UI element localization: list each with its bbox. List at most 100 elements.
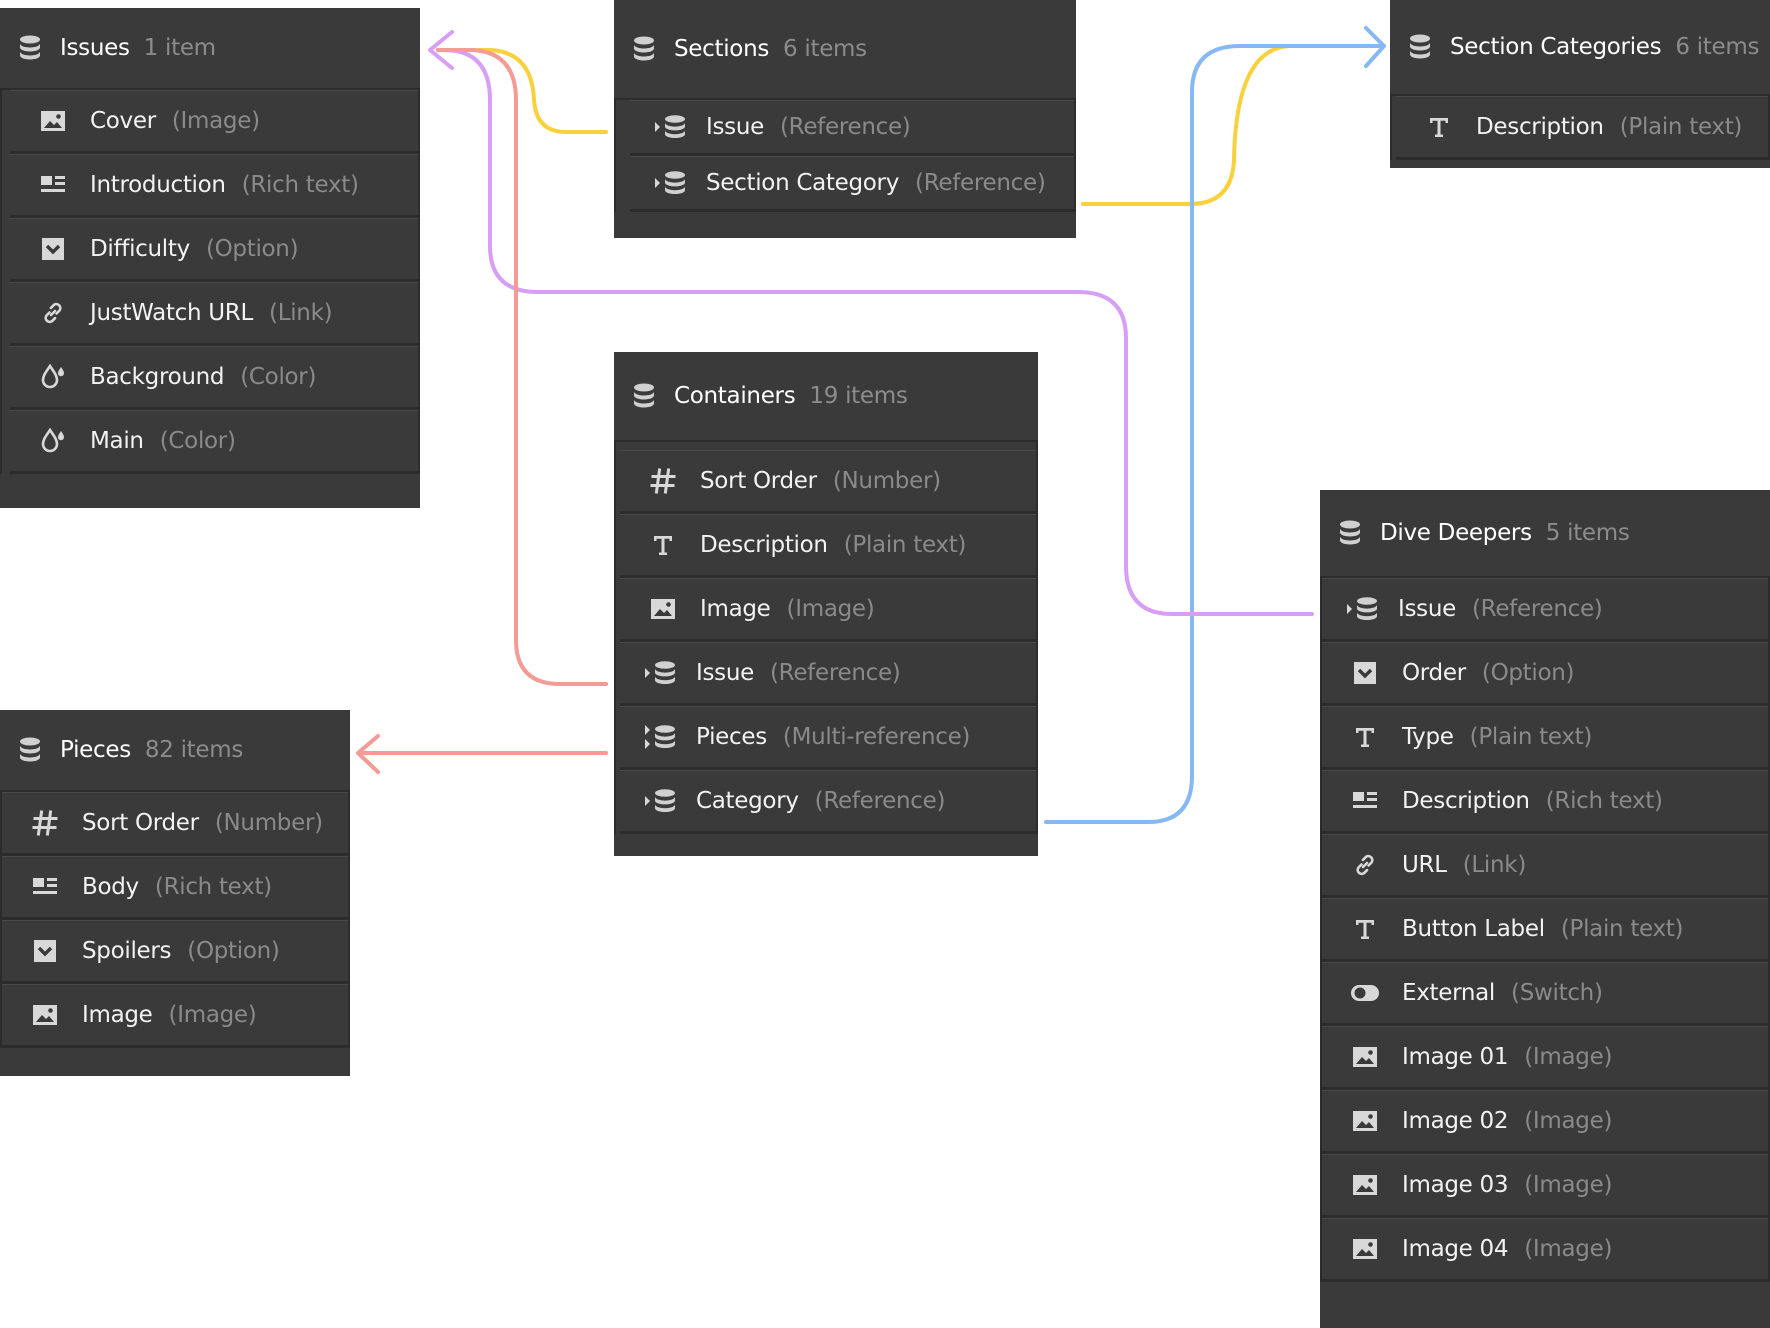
field-type: Image xyxy=(169,1002,257,1028)
field-name: Spoilers xyxy=(82,938,172,964)
collection-count: 82 items xyxy=(144,737,244,763)
field-row[interactable]: OrderOption xyxy=(1322,642,1768,706)
field-row[interactable]: IssueReference xyxy=(620,642,1036,706)
option-icon xyxy=(30,936,60,966)
field-row[interactable]: DescriptionRich text xyxy=(1322,770,1768,834)
field-name: Description xyxy=(1476,114,1604,140)
collection-title: Pieces xyxy=(60,737,131,763)
field-type: Color xyxy=(240,364,316,390)
field-type: Reference xyxy=(770,660,901,686)
field-type: Option xyxy=(187,938,279,964)
wire-sections-issue-to-issues xyxy=(436,48,608,134)
option-icon xyxy=(1350,658,1380,688)
field-row[interactable]: Spoilers Option xyxy=(2,920,348,984)
collection-count: 19 items xyxy=(809,383,908,409)
field-row[interactable]: CoverImage xyxy=(10,90,418,154)
field-row[interactable]: MainColor xyxy=(10,410,418,474)
field-name: Section Category xyxy=(706,170,900,196)
field-row[interactable]: Section CategoryReference xyxy=(630,156,1074,212)
field-name: URL xyxy=(1402,852,1447,878)
collection-card-pieces[interactable]: Pieces 82 items Sort Order NumberBodyRich… xyxy=(0,710,350,1076)
field-type: Reference xyxy=(1472,596,1603,622)
plain-text-icon xyxy=(1424,112,1454,142)
field-row[interactable]: DescriptionPlain text xyxy=(620,514,1036,578)
field-name: Issue xyxy=(1398,596,1456,622)
field-type: Plain text xyxy=(844,532,966,558)
collection-header[interactable]: Containers 19 items xyxy=(614,352,1038,442)
collection-header[interactable]: Dive Deepers 5 items xyxy=(1320,490,1770,578)
field-row[interactable]: Background Color xyxy=(10,346,418,410)
collection-count: 5 items xyxy=(1545,520,1630,546)
field-type: Plain text xyxy=(1561,916,1683,942)
field-row[interactable]: CategoryReference xyxy=(620,770,1036,834)
field-name: Difficulty xyxy=(90,236,190,262)
option-icon xyxy=(38,234,68,264)
field-row[interactable]: ImageImage xyxy=(620,578,1036,642)
wire-dive-deepers-issue-to-issues xyxy=(436,48,1314,616)
collection-card-containers[interactable]: Containers 19 items Sort Order NumberDesc… xyxy=(614,352,1038,856)
rich-text-icon xyxy=(30,872,60,902)
collection-card-issues[interactable]: Issues 1 item CoverImageIntroductionRich… xyxy=(0,8,420,508)
field-row[interactable]: IntroductionRich text xyxy=(10,154,418,218)
image-icon xyxy=(1350,1234,1380,1264)
collection-header[interactable]: Sections 6 items xyxy=(614,0,1076,100)
field-type: Number xyxy=(215,810,323,836)
field-row[interactable]: Sort Order Number xyxy=(620,450,1036,514)
link-icon xyxy=(1350,850,1380,880)
field-row[interactable]: Image 01Image xyxy=(1322,1026,1768,1090)
collection-header[interactable]: Pieces 82 items xyxy=(0,710,350,792)
field-row[interactable]: DescriptionPlain text xyxy=(1396,96,1768,160)
field-row[interactable]: ExternalSwitch xyxy=(1322,962,1768,1026)
field-list: Sort OrderNumberDescriptionPlain textIma… xyxy=(614,442,1038,834)
collection-card-section-categories[interactable]: Section Categories 6 items DescriptionPl… xyxy=(1390,0,1770,168)
field-list: CoverImageIntroductionRich textDifficult… xyxy=(0,90,420,474)
field-list: IssueReferenceSection CategoryReference xyxy=(614,100,1076,212)
field-type: Option xyxy=(1482,660,1574,686)
reference-icon xyxy=(654,112,688,142)
collection-header[interactable]: Issues 1 item xyxy=(0,8,420,90)
field-row[interactable]: JustWatch URL Link xyxy=(10,282,418,346)
field-row[interactable]: IssueReference xyxy=(630,100,1074,156)
field-name: Image xyxy=(700,596,771,622)
field-row[interactable]: Image 04Image xyxy=(1322,1218,1768,1282)
field-type: Switch xyxy=(1511,980,1603,1006)
field-row[interactable]: Image 02Image xyxy=(1322,1090,1768,1154)
field-name: Type xyxy=(1402,724,1454,750)
image-icon xyxy=(1350,1170,1380,1200)
field-type: Reference xyxy=(815,788,946,814)
plain-text-icon xyxy=(1350,914,1380,944)
field-type: Link xyxy=(269,300,332,326)
collection-card-sections[interactable]: Sections 6 items IssueReferenceSection C… xyxy=(614,0,1076,238)
field-row[interactable]: Sort Order Number xyxy=(2,792,348,856)
field-row[interactable]: URLLink xyxy=(1322,834,1768,898)
collection-header[interactable]: Section Categories 6 items xyxy=(1390,0,1770,96)
field-list: IssueReferenceOrderOptionTypePlain textD… xyxy=(1320,578,1770,1282)
link-icon xyxy=(38,298,68,328)
field-name: Sort Order xyxy=(82,810,199,836)
field-name: Background xyxy=(90,364,225,390)
collection-card-dive-deepers[interactable]: Dive Deepers 5 items Issue ReferenceOrder… xyxy=(1320,490,1770,1328)
database-icon xyxy=(18,737,42,763)
database-icon xyxy=(18,35,42,61)
field-type: Reference xyxy=(780,114,911,140)
image-icon xyxy=(30,1000,60,1030)
field-row[interactable]: Button LabelPlain text xyxy=(1322,898,1768,962)
field-name: Image 03 xyxy=(1402,1172,1509,1198)
field-name: Sort Order xyxy=(700,468,817,494)
field-type: Image xyxy=(172,108,260,134)
field-row[interactable]: Issue Reference xyxy=(1322,578,1768,642)
field-list: DescriptionPlain text xyxy=(1390,96,1770,160)
field-row[interactable]: BodyRich text xyxy=(2,856,348,920)
field-type: Number xyxy=(833,468,941,494)
field-type: Rich text xyxy=(1546,788,1663,814)
field-row[interactable]: TypePlain text xyxy=(1322,706,1768,770)
field-row[interactable]: DifficultyOption xyxy=(10,218,418,282)
collection-count: 6 items xyxy=(1675,34,1760,60)
field-row[interactable]: Image 03Image xyxy=(1322,1154,1768,1218)
field-row[interactable]: PiecesMulti-reference xyxy=(620,706,1036,770)
field-type: Image xyxy=(1524,1108,1612,1134)
field-name: JustWatch URL xyxy=(90,300,254,326)
field-row[interactable]: ImageImage xyxy=(2,984,348,1048)
field-type: Image xyxy=(1524,1044,1612,1070)
rich-text-icon xyxy=(38,170,68,200)
